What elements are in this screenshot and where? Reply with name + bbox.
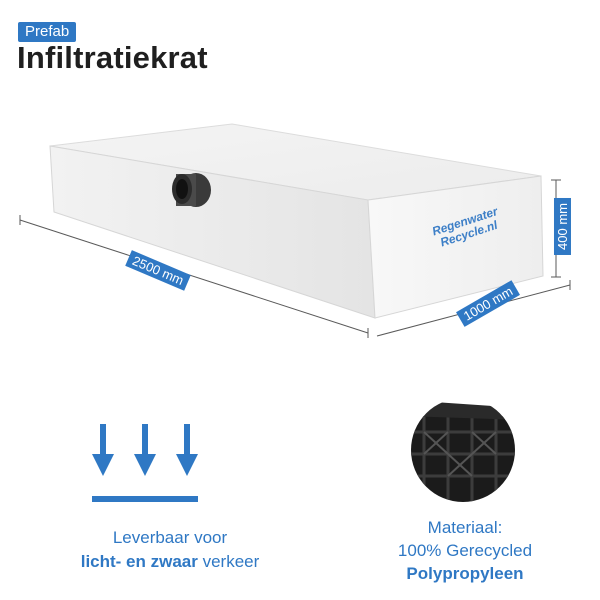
load-line-2: licht- en zwaar verkeer [20,550,320,574]
down-arrows-icon [92,424,198,502]
material-line-2: 100% Gerecycled [397,541,533,560]
load-line-1: Leverbaar voor [112,528,228,547]
page-title: Infiltratiekrat [17,40,208,75]
height-dimension-label: 400 mm [553,198,571,255]
load-rest-text: verkeer [197,552,260,571]
crate-side-face [367,175,544,319]
material-line-1: Materiaal: [427,518,503,537]
material-feature-text: Materiaal: 100% Gerecycled Polypropyleen [365,516,565,585]
load-feature-text: Leverbaar voor licht- en zwaar verkeer [20,526,320,574]
prefab-badge: Prefab [18,22,77,42]
pipe-connector-icon [172,173,211,207]
load-bold-text: licht- en zwaar [80,552,198,571]
material-bold-text: Polypropyleen [406,564,524,583]
material-line-3: Polypropyleen [365,562,565,585]
crate-photo [411,398,515,502]
